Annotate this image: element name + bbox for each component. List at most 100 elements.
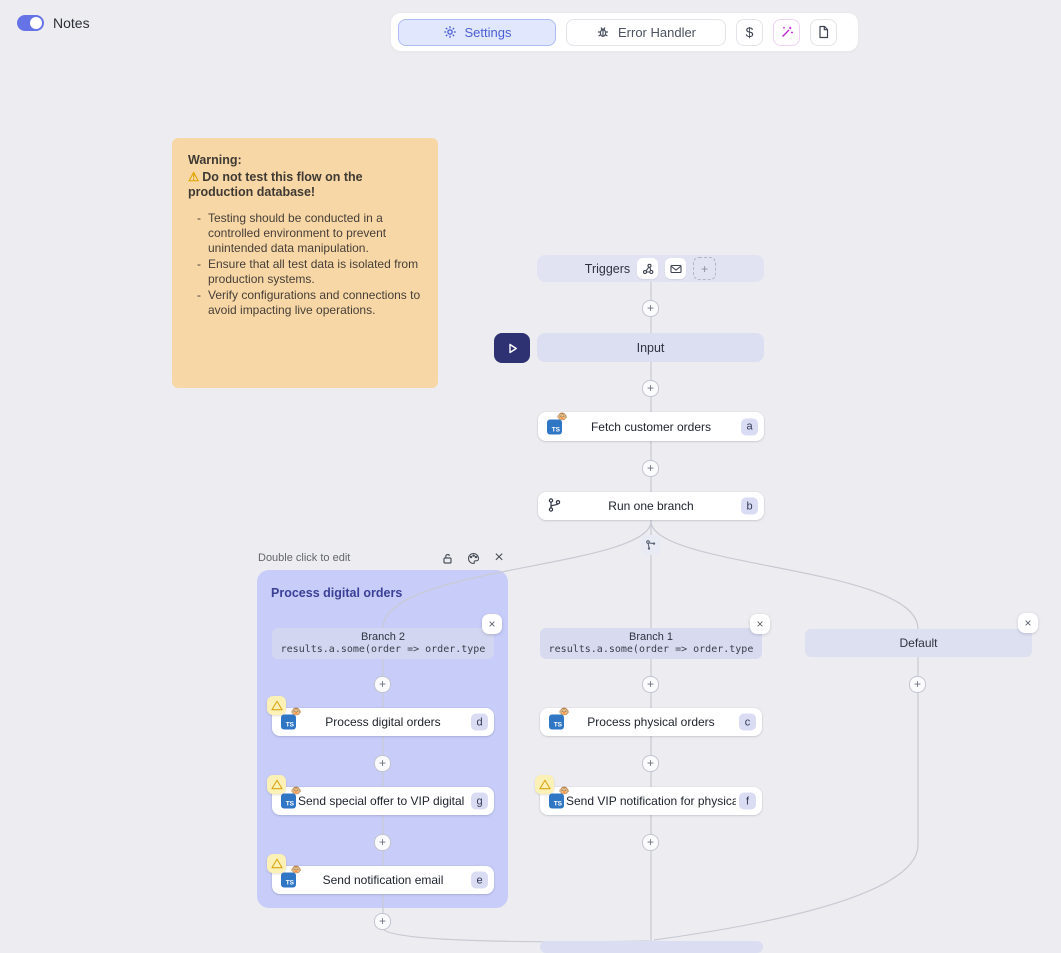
typescript-icon: TS 🐵 <box>549 707 570 730</box>
warning-triangle-icon <box>270 858 283 869</box>
node-process-digital-orders[interactable]: TS 🐵 Process digital orders d <box>267 696 494 736</box>
warning-badge[interactable] <box>535 775 554 794</box>
group-close-icon[interactable]: × <box>494 549 504 566</box>
magic-wand-icon <box>781 26 793 37</box>
play-icon <box>508 343 517 353</box>
shortcut-badge: b <box>741 497 758 515</box>
add-node-button[interactable]: + <box>909 676 926 693</box>
shortcut-badge: e <box>471 871 488 889</box>
group-header: Double click to edit × <box>258 549 508 566</box>
node-run-one-branch[interactable]: Run one branch b <box>538 492 764 520</box>
monkey-emoji-icon: 🐵 <box>290 706 302 717</box>
run-flow-button[interactable] <box>494 333 530 363</box>
group-title: Process digital orders <box>271 586 403 600</box>
node-label: Send VIP notification for physical... <box>566 794 736 808</box>
branch2-close-button[interactable]: × <box>482 614 502 634</box>
shortcut-badge: f <box>739 792 756 810</box>
note-bullet-list: Testing should be conducted in a control… <box>194 211 422 318</box>
typescript-icon: TS 🐵 <box>281 786 302 809</box>
notes-toggle[interactable] <box>17 15 44 31</box>
branch2-node[interactable]: Branch 2 results.a.some(order => order.t… <box>272 628 494 659</box>
branch-title: Branch 2 <box>360 631 406 643</box>
merge-node[interactable] <box>540 941 763 953</box>
typescript-icon: TS 🐵 <box>547 412 568 434</box>
document-button[interactable] <box>810 18 837 46</box>
branch-icon <box>547 497 562 512</box>
add-node-button[interactable]: + <box>374 755 391 772</box>
gear-icon <box>443 26 456 38</box>
note-bullet: Testing should be conducted in a control… <box>197 211 422 256</box>
group-process-digital-orders[interactable]: Process digital orders <box>257 570 508 908</box>
webhook-icon <box>642 263 654 274</box>
document-icon <box>819 25 829 39</box>
monkey-emoji-icon: 🐵 <box>290 864 302 875</box>
triggers-node[interactable]: Triggers + <box>537 255 764 282</box>
node-send-vip-notification[interactable]: TS 🐵 Send VIP notification for physical.… <box>535 775 762 815</box>
settings-button[interactable]: Settings <box>398 18 556 46</box>
monkey-emoji-icon: 🐵 <box>556 411 568 421</box>
typescript-icon: TS 🐵 <box>281 707 302 730</box>
note-warning-text: Do not test this flow on the production … <box>188 169 363 200</box>
node-process-physical-orders[interactable]: TS 🐵 Process physical orders c <box>540 707 762 736</box>
add-node-button[interactable]: + <box>374 834 391 851</box>
add-node-button[interactable]: + <box>642 834 659 851</box>
shortcut-badge: d <box>471 713 488 731</box>
node-send-special-offer[interactable]: TS 🐵 Send special offer to VIP digital c… <box>267 775 494 815</box>
add-node-button[interactable]: + <box>642 380 659 397</box>
default-close-button[interactable]: × <box>1018 613 1038 633</box>
notes-toggle-row: Notes <box>17 15 90 31</box>
node-label: Process physical orders <box>587 715 715 729</box>
warning-badge[interactable] <box>267 775 286 794</box>
default-branch-label: Default <box>899 636 938 650</box>
node-send-notification-email[interactable]: TS 🐵 Send notification email e <box>267 854 494 894</box>
add-node-button[interactable]: + <box>374 913 391 930</box>
add-node-button[interactable]: + <box>642 460 659 477</box>
node-fetch-customer-orders[interactable]: TS 🐵 Fetch customer orders a <box>538 412 764 441</box>
warning-badge[interactable] <box>267 854 286 873</box>
warning-note[interactable]: Warning: ⚠Do not test this flow on the p… <box>172 138 438 388</box>
magic-wand-button[interactable] <box>773 18 800 46</box>
error-handler-button[interactable]: Error Handler <box>566 18 726 46</box>
node-label: Send notification email <box>322 873 444 887</box>
branch-condition-code: results.a.some(order => order.type <box>548 644 754 655</box>
shortcut-badge: a <box>741 418 758 435</box>
warning-triangle-icon <box>538 779 551 790</box>
input-label: Input <box>636 340 665 355</box>
node-label: Fetch customer orders <box>590 419 712 434</box>
branch-title: Branch 1 <box>628 631 674 643</box>
mail-icon <box>670 264 682 273</box>
note-title: Warning: <box>188 153 242 167</box>
palette-icon[interactable] <box>464 550 482 566</box>
notes-label: Notes <box>53 15 90 31</box>
add-trigger-button[interactable]: + <box>693 257 717 280</box>
unlock-icon[interactable] <box>438 550 456 566</box>
branch-split-icon <box>641 535 661 555</box>
node-label: Process digital orders <box>325 715 441 729</box>
warning-triangle-icon <box>270 700 283 711</box>
input-node[interactable]: Input <box>537 333 764 362</box>
add-node-button[interactable]: + <box>642 300 659 317</box>
note-bullet: Ensure that all test data is isolated fr… <box>197 257 422 287</box>
warning-badge[interactable] <box>267 696 286 715</box>
toggle-knob <box>30 17 42 29</box>
branch1-node[interactable]: Branch 1 results.a.some(order => order.t… <box>540 628 762 659</box>
bug-icon <box>597 27 608 38</box>
webhook-trigger-button[interactable] <box>637 258 659 279</box>
add-node-button[interactable]: + <box>374 676 391 693</box>
typescript-icon: TS 🐵 <box>549 786 570 809</box>
add-node-button[interactable]: + <box>642 676 659 693</box>
settings-label: Settings <box>464 24 512 40</box>
note-bullet: Verify configurations and connections to… <box>197 288 422 318</box>
note-warning-line: ⚠Do not test this flow on the production… <box>188 170 422 201</box>
error-handler-label: Error Handler <box>617 24 697 40</box>
branch1-close-button[interactable]: × <box>750 614 770 634</box>
default-branch-node[interactable]: Default <box>805 629 1032 657</box>
shortcut-badge: g <box>471 792 488 810</box>
dollar-button[interactable]: $ <box>736 18 763 46</box>
dollar-label: $ <box>745 24 754 40</box>
triggers-label: Triggers <box>584 261 631 276</box>
email-trigger-button[interactable] <box>665 258 687 279</box>
warning-emoji-icon: ⚠ <box>188 169 200 184</box>
add-node-button[interactable]: + <box>642 755 659 772</box>
